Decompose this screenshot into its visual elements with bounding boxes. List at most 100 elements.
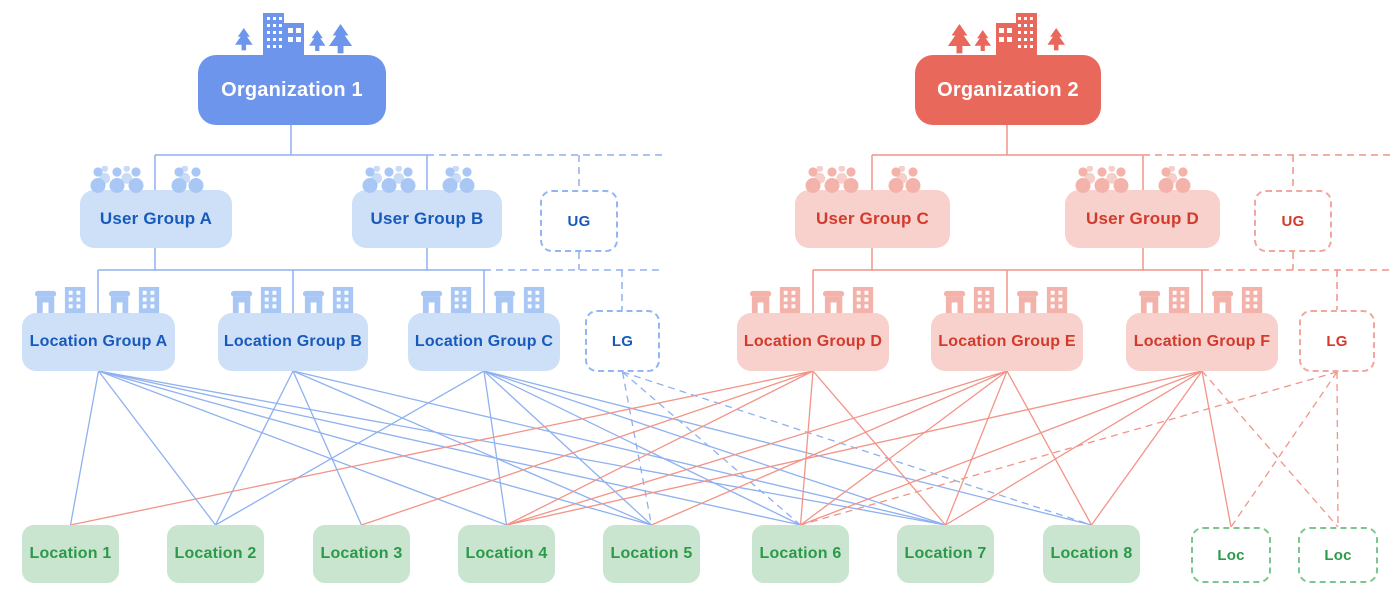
membership-edge	[1201, 370, 1339, 528]
node-lg_blue_stub: LG	[585, 310, 660, 372]
node-lgb: Location Group B	[218, 286, 368, 371]
storefront-cluster-icon	[943, 286, 999, 315]
people-cluster-icon	[362, 165, 416, 193]
membership-edge	[945, 370, 1203, 526]
node-lge: Location Group E	[931, 286, 1083, 371]
people-cluster-icon	[171, 165, 205, 193]
node-label: Location 2	[174, 545, 257, 562]
storefront-cluster-icon	[108, 286, 164, 315]
storefront-cluster-icon	[420, 286, 476, 315]
node-lgd: Location Group D	[737, 286, 889, 371]
storefront-cluster-icon	[1016, 286, 1072, 315]
node-label: Location 5	[610, 545, 693, 562]
node-uga: User Group A	[80, 165, 232, 248]
node-label: UG	[567, 212, 591, 230]
node-label: User Group C	[816, 209, 929, 228]
membership-edge	[800, 371, 1338, 526]
node-l7: Location 7	[897, 525, 994, 583]
storefront-cluster-icon	[230, 286, 286, 315]
membership-edge	[69, 370, 100, 526]
node-ugc: User Group C	[795, 165, 950, 248]
membership-edge	[483, 370, 801, 526]
node-label: Location 7	[904, 545, 987, 562]
membership-edge	[98, 370, 801, 526]
node-loc_stub2: Loc	[1298, 527, 1378, 583]
node-label: User Group B	[370, 209, 484, 228]
node-lg_red_stub: LG	[1299, 310, 1375, 372]
organization-buildings-trees-icon	[945, 12, 1071, 56]
people-cluster-icon	[90, 165, 144, 193]
node-loc_stub1: Loc	[1191, 527, 1271, 583]
membership-edge	[506, 370, 1008, 526]
storefront-cluster-icon	[822, 286, 878, 315]
membership-edge	[621, 371, 653, 526]
organization-buildings-trees-icon	[229, 12, 355, 56]
node-label: LG	[1326, 332, 1348, 350]
node-label: Organization 2	[937, 78, 1079, 101]
node-org1: Organization 1	[198, 13, 386, 125]
storefront-cluster-icon	[34, 286, 90, 315]
node-lga: Location Group A	[22, 286, 175, 371]
node-label: Location Group B	[223, 333, 363, 350]
storefront-cluster-icon	[302, 286, 358, 315]
membership-edge	[812, 370, 946, 526]
node-label: User Group D	[1086, 209, 1199, 228]
membership-edge	[622, 371, 801, 526]
membership-edge	[292, 370, 363, 526]
node-label: Location 4	[465, 545, 548, 562]
membership-edge	[98, 370, 652, 526]
storefront-cluster-icon	[1138, 286, 1194, 315]
node-lgc: Location Group C	[408, 286, 560, 371]
people-cluster-icon	[805, 165, 859, 193]
node-label: Location Group D	[743, 333, 883, 350]
node-label: Location Group C	[414, 333, 554, 350]
node-label: Location 8	[1050, 545, 1133, 562]
membership-edge	[1090, 370, 1203, 526]
membership-edge	[506, 370, 1203, 526]
membership-edge	[483, 370, 508, 526]
node-l3: Location 3	[313, 525, 410, 583]
membership-edge	[1201, 370, 1232, 528]
membership-edge	[944, 370, 1008, 526]
node-label: Location 3	[320, 545, 403, 562]
membership-edge	[651, 370, 1008, 526]
node-label: Location Group E	[938, 333, 1076, 350]
node-ug_red_stub: UG	[1254, 190, 1332, 252]
node-label: User Group A	[99, 209, 213, 228]
people-cluster-icon	[442, 165, 476, 193]
membership-edge	[214, 370, 294, 526]
node-label: LG	[611, 332, 634, 350]
people-cluster-icon	[1158, 165, 1192, 193]
membership-edge	[215, 370, 485, 526]
node-label: UG	[1281, 212, 1305, 230]
node-label: Loc	[1217, 546, 1245, 564]
node-label: Location 1	[29, 545, 112, 562]
node-label: Organization 1	[221, 78, 363, 101]
membership-edge	[483, 370, 1092, 526]
membership-edge	[506, 370, 814, 526]
node-label: Location Group A	[29, 333, 168, 350]
storefront-cluster-icon	[1211, 286, 1267, 315]
membership-edge	[1230, 371, 1338, 528]
people-cluster-icon	[1075, 165, 1129, 193]
node-l5: Location 5	[603, 525, 700, 583]
node-l4: Location 4	[458, 525, 555, 583]
membership-edge	[800, 370, 1203, 526]
membership-edge	[1006, 370, 1093, 526]
node-lgf: Location Group F	[1126, 286, 1278, 371]
membership-edge	[622, 371, 1092, 526]
membership-edge	[70, 370, 814, 526]
membership-edge	[292, 370, 946, 526]
node-org2: Organization 2	[915, 13, 1101, 125]
membership-edge	[1336, 371, 1339, 528]
membership-edge	[799, 370, 814, 526]
node-ugd: User Group D	[1065, 165, 1220, 248]
people-cluster-icon	[888, 165, 922, 193]
node-ugb: User Group B	[352, 165, 502, 248]
node-label: Loc	[1324, 546, 1352, 564]
membership-edge	[361, 370, 814, 526]
membership-edge	[98, 370, 946, 526]
